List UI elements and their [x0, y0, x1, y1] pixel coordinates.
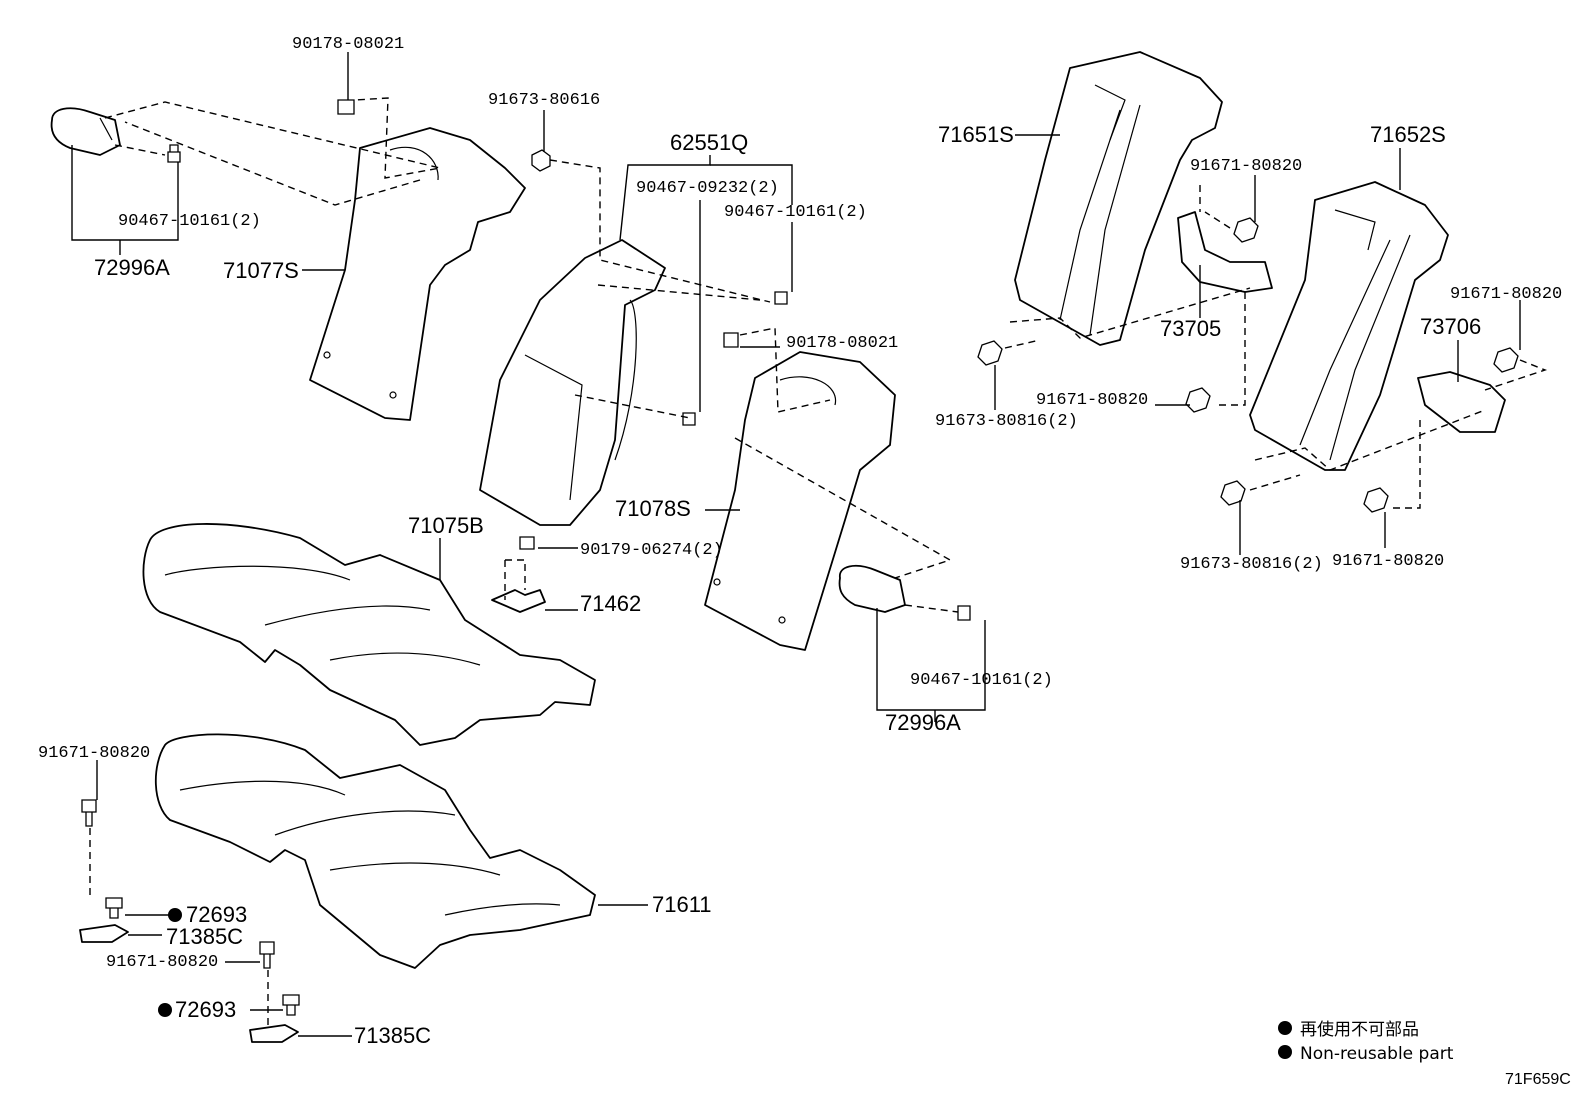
label-90467-10161-right: 90467-10161(2): [910, 671, 1053, 690]
leader-lines: [71, 52, 1521, 1037]
label-72693-b: 72693: [175, 997, 236, 1022]
clip-icon: [682, 412, 696, 426]
label-91673-80816-a: 91673-80816(2): [935, 412, 1078, 431]
nut-icon: [723, 332, 739, 348]
label-91671-80820-c: 91671-80820: [1450, 285, 1562, 304]
label-91673-80816-b: 91673-80816(2): [1180, 555, 1323, 574]
label-71651s: 71651S: [938, 122, 1014, 147]
nut-icon: [519, 536, 535, 550]
label-72693-a: 72693: [186, 902, 247, 927]
label-90467-09232: 90467-09232(2): [636, 179, 779, 198]
bracket-71385c-a[interactable]: [79, 924, 129, 943]
clip-icon: [105, 897, 123, 919]
label-71077s: 71077S: [223, 258, 299, 283]
hinge-bracket-73706[interactable]: [1417, 371, 1506, 433]
label-91671-80820-d: 91671-80820: [1332, 552, 1444, 571]
hinge-bracket-73705[interactable]: [1177, 211, 1273, 293]
seatback-71652s[interactable]: [1249, 181, 1449, 471]
label-73705: 73705: [1160, 316, 1221, 341]
label-71611: 71611: [652, 892, 712, 917]
bolt-icon: [531, 149, 551, 172]
bolt-icon: [1363, 487, 1389, 513]
label-71462: 71462: [580, 591, 641, 616]
label-71078s: 71078S: [615, 496, 691, 521]
label-91671-80820-e: 91671-80820: [38, 744, 150, 763]
label-73706: 73706: [1420, 314, 1481, 339]
label-71652s: 71652S: [1370, 122, 1446, 147]
legend: 再使用不可部品 Non-reusable part: [1278, 1019, 1454, 1064]
headrest-pad-72996a-right[interactable]: [838, 564, 906, 613]
label-91671-80820-f: 91671-80820: [106, 953, 218, 972]
label-90178-08021-top: 90178-08021: [292, 35, 404, 54]
bolt-icon: [81, 799, 97, 827]
legend-marker-icon: [1278, 1021, 1292, 1035]
label-71385c-a: 71385C: [166, 924, 243, 949]
headrest-pad-72996a-left[interactable]: [50, 107, 121, 156]
bolt-icon: [1220, 480, 1246, 506]
label-90178-08021-mid: 90178-08021: [786, 334, 898, 353]
label-91671-80820-a: 91671-80820: [1190, 157, 1302, 176]
clip-icon: [167, 144, 181, 163]
clip-icon: [957, 605, 971, 621]
legend-japanese: 再使用不可部品: [1300, 1019, 1419, 1040]
label-90467-10161-mid: 90467-10161(2): [724, 203, 867, 222]
clip-icon: [774, 291, 788, 305]
label-90467-10161-left: 90467-10161(2): [118, 212, 261, 231]
legend-marker-icon: [1278, 1045, 1292, 1059]
bolt-icon: [1233, 217, 1259, 243]
bolt-icon: [259, 941, 275, 969]
label-90179-06274: 90179-06274(2): [580, 541, 723, 560]
label-62551q: 62551Q: [670, 130, 748, 155]
seatback-cover-71077s[interactable]: [309, 127, 526, 421]
assembly-lines: [89, 97, 1548, 1030]
bolt-icon: [1185, 387, 1211, 413]
non-reusable-marker-icon: [158, 1003, 172, 1017]
bolt-icon: [977, 340, 1003, 366]
figure-code: 71F659C: [1505, 1071, 1571, 1088]
clip-icon: [282, 994, 300, 1016]
label-72996a-right: 72996A: [885, 710, 961, 735]
nut-icon: [337, 99, 355, 115]
armrest-assembly-62551q[interactable]: [479, 239, 666, 526]
seatback-71651s[interactable]: [1014, 51, 1223, 346]
label-72996a-left: 72996A: [94, 255, 170, 280]
label-91673-80616: 91673-80616: [488, 91, 600, 110]
seatback-cover-71078s[interactable]: [704, 351, 896, 651]
cushion-cover-71075b[interactable]: [142, 523, 596, 746]
label-91671-80820-b: 91671-80820: [1036, 391, 1148, 410]
label-71075b: 71075B: [408, 513, 484, 538]
non-reusable-marker-icon: [168, 908, 182, 922]
bracket-71462[interactable]: [491, 589, 546, 613]
legend-english: Non-reusable part: [1300, 1044, 1454, 1064]
bolt-icon: [1493, 347, 1519, 373]
bracket-71385c-b[interactable]: [249, 1024, 299, 1043]
cushion-pad-71611[interactable]: [154, 733, 596, 969]
label-71385c-b: 71385C: [354, 1023, 431, 1048]
